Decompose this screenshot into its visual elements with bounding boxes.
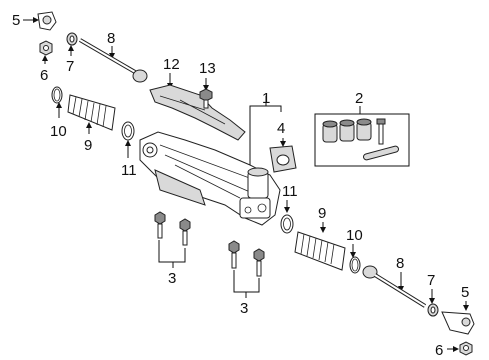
tie-rod-end-right xyxy=(441,311,475,335)
mounting-bolt xyxy=(228,240,240,269)
bushing-icon xyxy=(322,120,338,143)
callout-7-bottom: 7 xyxy=(427,272,435,289)
callout-7-top: 7 xyxy=(66,58,74,75)
callout-12: 12 xyxy=(163,56,180,73)
jam-nut-right xyxy=(427,303,439,317)
leader-lines xyxy=(23,17,469,352)
callout-8-bottom: 8 xyxy=(396,255,404,272)
steering-gear-housing xyxy=(139,131,281,226)
callout-13: 13 xyxy=(199,60,216,77)
nut-left xyxy=(39,40,53,56)
kit-bolt-icon xyxy=(376,118,386,145)
boot-clamp-right-inner xyxy=(280,214,294,234)
mounting-bolt xyxy=(154,211,166,239)
boot-clamp-right xyxy=(349,256,361,274)
mounting-bolt xyxy=(253,248,265,277)
callout-9-left: 9 xyxy=(84,137,92,154)
bushing-icon xyxy=(356,118,372,141)
callout-5-top: 5 xyxy=(12,12,20,29)
callout-9-right: 9 xyxy=(318,205,326,222)
bushing-icon xyxy=(339,119,355,142)
boot-clamp-left xyxy=(51,86,63,104)
boot-clamp-left-inner xyxy=(121,121,135,141)
callout-3-right: 3 xyxy=(240,300,248,317)
callout-2: 2 xyxy=(355,90,363,107)
mount-bushing xyxy=(269,145,297,173)
callout-6-top: 6 xyxy=(40,67,48,84)
callout-4: 4 xyxy=(277,120,285,137)
shield-bolt xyxy=(199,88,213,109)
tie-rod-end-left xyxy=(37,11,57,31)
callout-10-left: 10 xyxy=(50,123,67,140)
nut-right xyxy=(459,341,473,356)
callout-10-right: 10 xyxy=(346,227,363,244)
mounting-bolt xyxy=(179,218,191,246)
link-bar-icon xyxy=(363,145,399,161)
jam-nut-left xyxy=(66,32,78,46)
callout-6-bottom: 6 xyxy=(435,342,443,359)
callout-8-top: 8 xyxy=(107,30,115,47)
callout-11-right: 11 xyxy=(282,183,298,200)
callout-3-left: 3 xyxy=(168,270,176,287)
inner-tie-rod-right xyxy=(362,265,427,308)
boot-left xyxy=(67,94,116,131)
mounting-kit-box xyxy=(314,106,410,167)
heat-shield xyxy=(149,84,246,141)
inner-tie-rod-left xyxy=(78,38,148,83)
boot-right xyxy=(294,231,346,271)
callout-11-left: 11 xyxy=(121,162,137,179)
callout-5-bottom: 5 xyxy=(461,284,469,301)
